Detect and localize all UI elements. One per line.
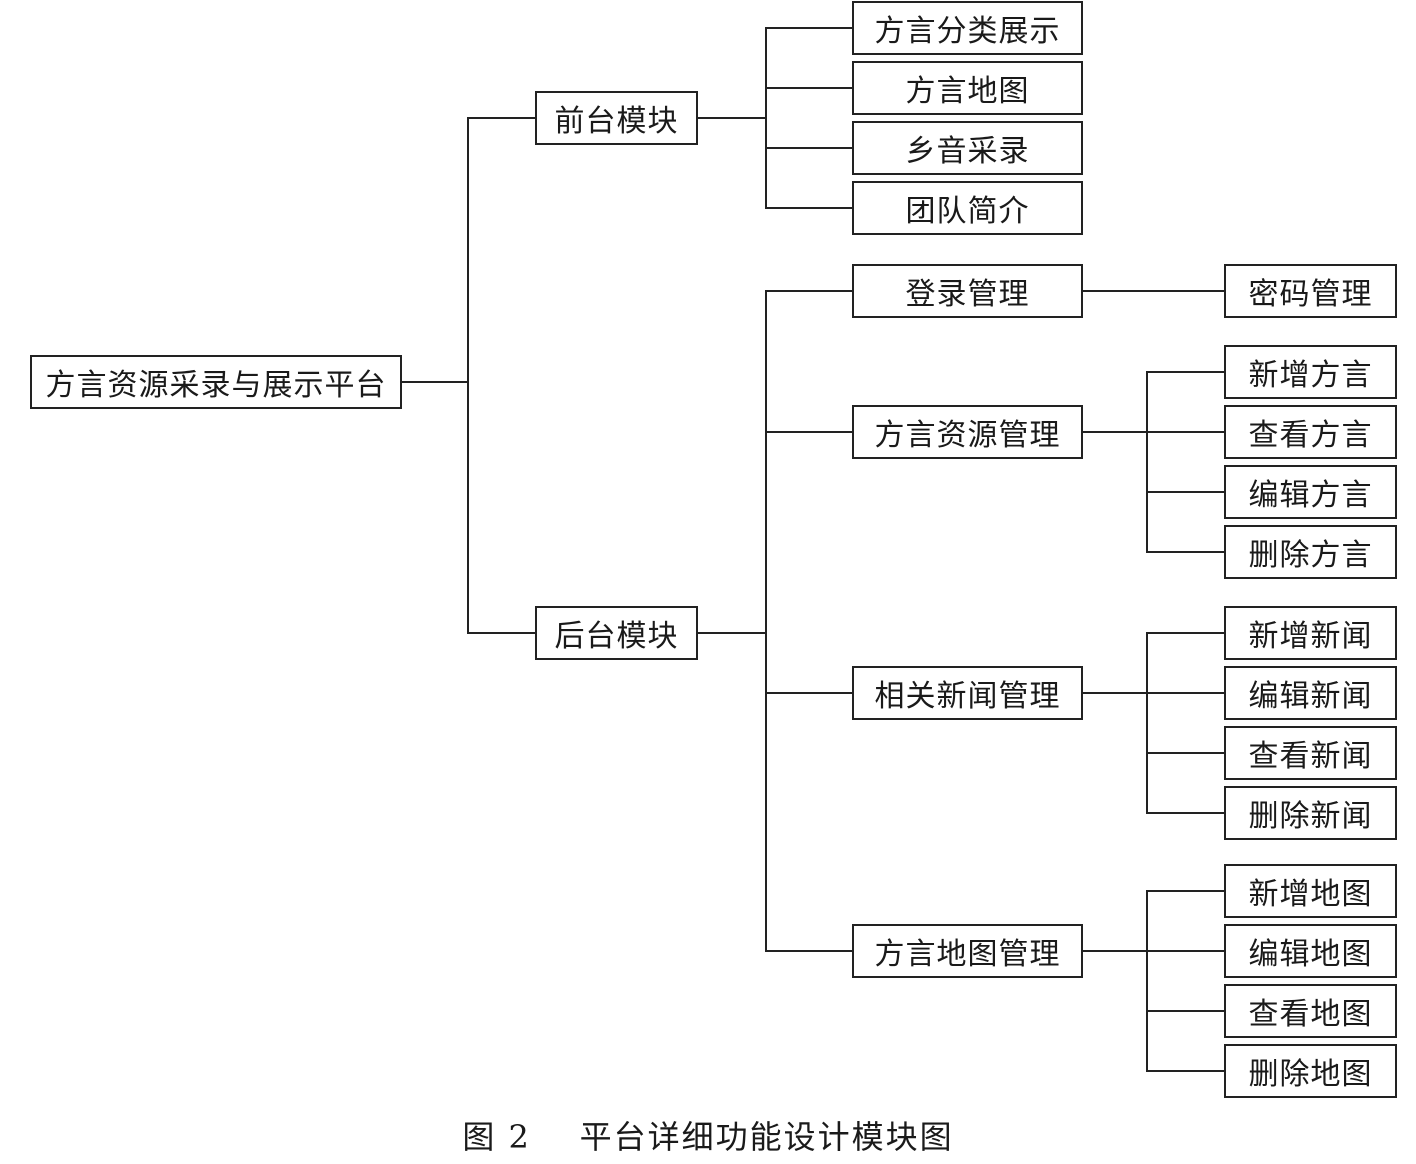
back-module-node: 后台模块 <box>535 606 698 660</box>
leaf-node: 查看方言 <box>1224 405 1397 459</box>
connector-line <box>1146 890 1226 892</box>
leaf-node: 编辑地图 <box>1224 924 1397 978</box>
connector-line <box>1146 632 1226 634</box>
back-section-node: 方言地图管理 <box>852 924 1083 978</box>
leaf-node: 删除地图 <box>1224 1044 1397 1098</box>
connector-line <box>467 632 537 634</box>
connector-line <box>1146 692 1226 694</box>
connector-line <box>1146 890 1148 1072</box>
figure-number: 图 2 <box>462 1118 531 1156</box>
front-item-node: 团队简介 <box>852 181 1083 235</box>
connector-line <box>765 431 853 433</box>
leaf-node: 新增方言 <box>1224 345 1397 399</box>
connector-line <box>1081 431 1147 433</box>
connector-line <box>1146 752 1226 754</box>
front-item-node: 方言地图 <box>852 61 1083 115</box>
leaf-node: 删除方言 <box>1224 525 1397 579</box>
leaf-node: 编辑方言 <box>1224 465 1397 519</box>
figure-caption: 图 2 平台详细功能设计模块图 <box>0 1112 1416 1158</box>
back-section-node: 相关新闻管理 <box>852 666 1083 720</box>
connector-line <box>696 632 766 634</box>
connector-line <box>400 381 468 383</box>
figure-title: 平台详细功能设计模块图 <box>579 1118 954 1156</box>
connector-line <box>1081 950 1147 952</box>
connector-line <box>765 692 853 694</box>
front-module-node: 前台模块 <box>535 91 698 145</box>
connector-line <box>1146 812 1226 814</box>
connector-line <box>1146 491 1226 493</box>
leaf-node: 新增地图 <box>1224 864 1397 918</box>
connector-line <box>1146 1010 1226 1012</box>
leaf-node: 密码管理 <box>1224 264 1397 318</box>
root-node: 方言资源采录与展示平台 <box>30 355 402 409</box>
connector-line <box>1081 692 1147 694</box>
leaf-node: 查看地图 <box>1224 984 1397 1038</box>
connector-line <box>1146 371 1226 373</box>
front-item-node: 方言分类展示 <box>852 1 1083 55</box>
connector-line <box>765 207 853 209</box>
back-section-node: 方言资源管理 <box>852 405 1083 459</box>
connector-line <box>1146 371 1148 553</box>
connector-line <box>1146 1070 1226 1072</box>
connector-line <box>1146 632 1148 814</box>
connector-line <box>1146 431 1226 433</box>
connector-line <box>696 117 766 119</box>
back-section-node: 登录管理 <box>852 264 1083 318</box>
connector-line <box>765 87 853 89</box>
connector-line <box>765 147 853 149</box>
connector-line <box>467 117 469 633</box>
connector-line <box>1081 290 1226 292</box>
front-item-node: 乡音采录 <box>852 121 1083 175</box>
caption-gap <box>531 1118 580 1156</box>
connector-line <box>1146 950 1226 952</box>
connector-line <box>467 117 537 119</box>
leaf-node: 编辑新闻 <box>1224 666 1397 720</box>
connector-line <box>765 290 853 292</box>
leaf-node: 删除新闻 <box>1224 786 1397 840</box>
leaf-node: 查看新闻 <box>1224 726 1397 780</box>
connector-line <box>765 950 853 952</box>
connector-line <box>765 290 767 952</box>
connector-line <box>765 27 767 209</box>
connector-line <box>765 27 853 29</box>
leaf-node: 新增新闻 <box>1224 606 1397 660</box>
connector-line <box>1146 551 1226 553</box>
